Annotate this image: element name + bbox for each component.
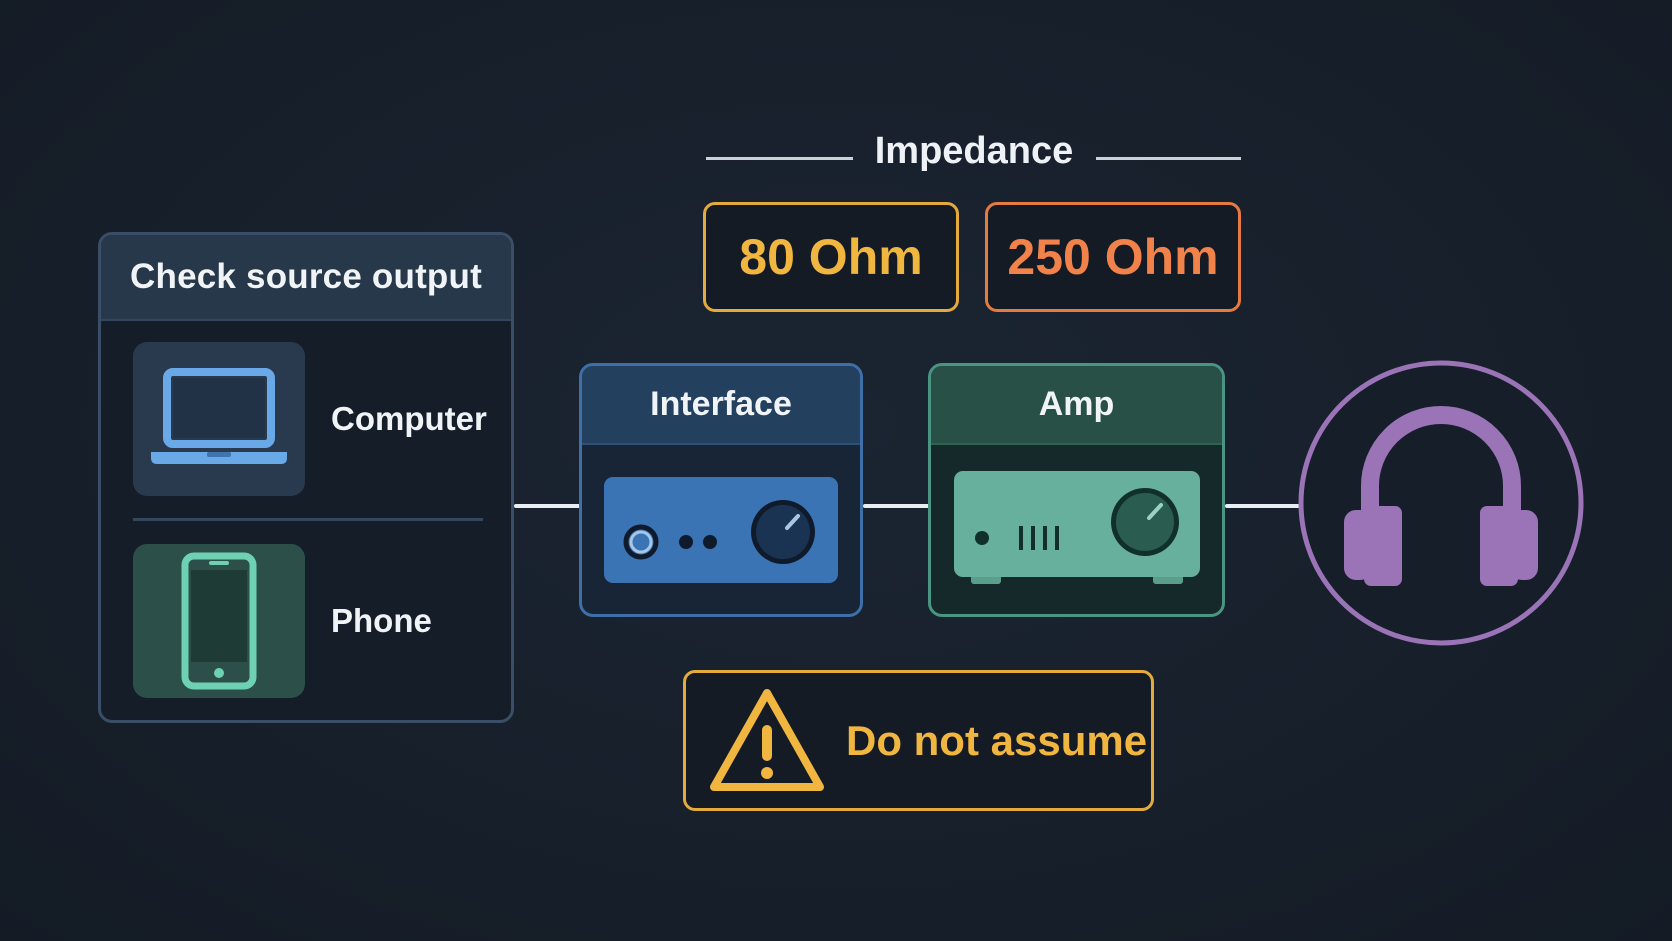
source-panel-title: Check source output [101, 235, 511, 321]
source-divider [133, 518, 483, 521]
phone-icon [181, 552, 257, 690]
impedance-value-80: 80 Ohm [703, 202, 959, 312]
impedance-line-right [1096, 157, 1241, 160]
source-panel: Check source output Computer [98, 232, 514, 723]
impedance-line-left [706, 157, 853, 160]
connector-interface-amp [863, 504, 930, 508]
source-label-computer: Computer [331, 400, 487, 437]
warning-text: Do not assume [846, 716, 1148, 764]
amp-body [931, 445, 1222, 614]
warning-box: Do not assume [683, 670, 1154, 811]
warning-triangle-icon [710, 688, 824, 791]
amplifier-icon [953, 470, 1200, 584]
laptop-icon [151, 368, 287, 464]
amp-card: Amp [928, 363, 1225, 617]
interface-title: Interface [582, 366, 860, 445]
computer-tile [133, 342, 305, 496]
interface-body [582, 445, 860, 614]
connector-amp-headphones [1225, 504, 1301, 508]
source-item-phone: Phone [133, 544, 432, 698]
amp-title: Amp [931, 366, 1222, 445]
source-label-phone: Phone [331, 602, 432, 639]
source-item-computer: Computer [133, 342, 487, 496]
audio-interface-icon [604, 476, 838, 583]
phone-tile [133, 544, 305, 698]
interface-card: Interface [579, 363, 863, 617]
headphones-icon [1298, 360, 1584, 646]
impedance-value-250: 250 Ohm [985, 202, 1241, 312]
impedance-title: Impedance [874, 130, 1074, 172]
connector-source-interface [514, 504, 581, 508]
